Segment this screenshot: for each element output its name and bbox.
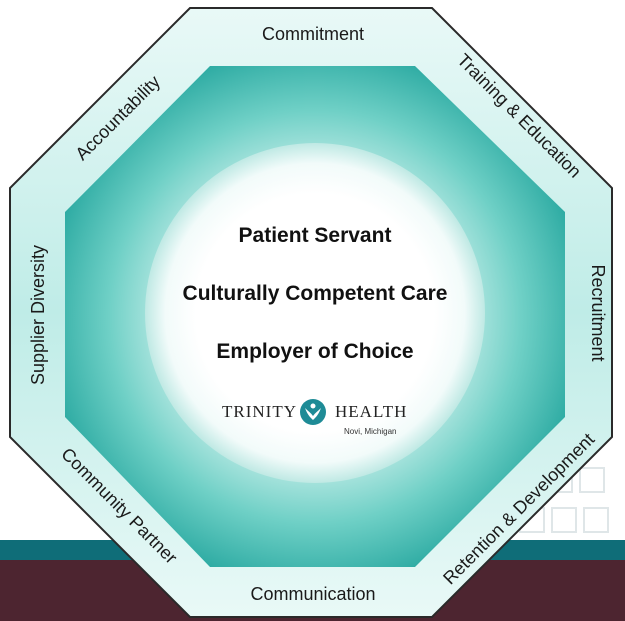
core-value-culturally-competent-care: Culturally Competent Care (182, 282, 448, 305)
core-value-employer-of-choice: Employer of Choice (216, 340, 414, 363)
logo-location: Novi, Michigan (344, 427, 397, 436)
edge-label-supplier-diversity: Supplier Diversity (28, 245, 48, 385)
logo-name-left: TRINITY (222, 402, 297, 421)
trinity-health-logo: TRINITY HEALTH Novi, Michigan (220, 394, 420, 444)
edge-label-commitment: Commitment (262, 24, 364, 44)
edge-label-recruitment: Recruitment (588, 264, 608, 361)
edge-label-communication: Communication (250, 584, 375, 604)
center-circle (145, 143, 485, 483)
trinity-health-mark-icon (300, 399, 326, 425)
core-value-patient-servant: Patient Servant (238, 224, 392, 247)
logo-name-right: HEALTH (335, 402, 408, 421)
